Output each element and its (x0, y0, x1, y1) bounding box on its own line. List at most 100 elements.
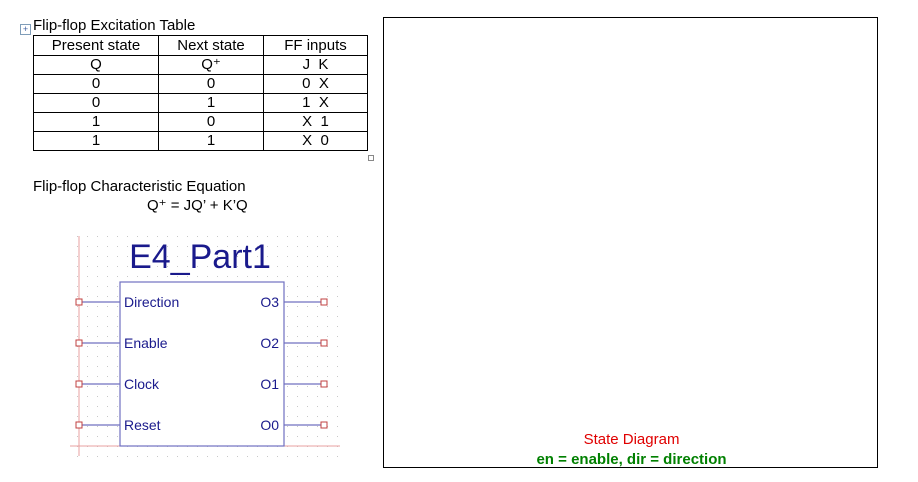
grid-dot (297, 316, 298, 317)
grid-dot (107, 326, 108, 327)
grid-dot (77, 266, 78, 267)
input-pin-direction[interactable]: Direction (75, 294, 179, 310)
grid-dot (277, 246, 278, 247)
pin-label-reset: Reset (124, 417, 161, 433)
grid-dot (157, 236, 158, 237)
grid-dot (327, 366, 328, 367)
grid-dot (227, 276, 228, 277)
grid-dot (107, 336, 108, 337)
table-cell: X 0 (263, 131, 368, 151)
grid-dot (187, 276, 188, 277)
grid-dot (197, 256, 198, 257)
grid-dot (107, 276, 108, 277)
grid-dot (97, 296, 98, 297)
grid-dot (177, 236, 178, 237)
grid-dot (317, 246, 318, 247)
grid-dot (287, 306, 288, 307)
grid-dot (327, 306, 328, 307)
grid-dot (137, 276, 138, 277)
pin-label-clock: Clock (124, 376, 160, 392)
grid-dot (107, 236, 108, 237)
grid-dot (227, 236, 228, 237)
grid-dot (107, 406, 108, 407)
grid-dot (307, 336, 308, 337)
grid-dot (217, 246, 218, 247)
grid-dot (317, 296, 318, 297)
schematic-symbol[interactable]: E4_Part1 Direction Enable Clock Reset O3… (0, 0, 380, 482)
state-diagram-canvas[interactable] (383, 17, 878, 468)
grid-dot (337, 266, 338, 267)
grid-dot (307, 346, 308, 347)
grid-dot (317, 456, 318, 457)
grid-dot (237, 256, 238, 257)
grid-dot (267, 276, 268, 277)
grid-dot (197, 266, 198, 267)
grid-dot (167, 246, 168, 247)
grid-dot (107, 256, 108, 257)
grid-dot (117, 306, 118, 307)
grid-dot (317, 346, 318, 347)
grid-dot (337, 456, 338, 457)
grid-dot (117, 436, 118, 437)
grid-dot (87, 306, 88, 307)
grid-dot (327, 406, 328, 407)
input-pin-reset[interactable]: Reset (75, 417, 161, 433)
grid-dot (287, 386, 288, 387)
grid-dot (97, 376, 98, 377)
output-pin-o1[interactable]: O1 (260, 376, 328, 392)
grid-dot (237, 456, 238, 457)
grid-dot (87, 456, 88, 457)
table-anchor-icon[interactable]: + (20, 24, 31, 35)
grid-dot (317, 306, 318, 307)
grid-dot (277, 276, 278, 277)
grid-dot (207, 256, 208, 257)
grid-dot (137, 256, 138, 257)
table-resize-handle[interactable] (368, 155, 374, 161)
grid-dot (307, 436, 308, 437)
grid-dot (157, 256, 158, 257)
grid-dot (267, 266, 268, 267)
input-pin-enable[interactable]: Enable (75, 335, 168, 351)
grid-dot (177, 276, 178, 277)
input-pin-clock[interactable]: Clock (75, 376, 160, 392)
grid-dot (317, 416, 318, 417)
grid-dot (197, 456, 198, 457)
grid-dot (317, 366, 318, 367)
grid-dot (157, 266, 158, 267)
grid-dot (307, 266, 308, 267)
grid-dot (327, 286, 328, 287)
grid-dot (337, 386, 338, 387)
grid-dot (297, 256, 298, 257)
grid-dot (207, 456, 208, 457)
grid-dot (117, 326, 118, 327)
output-pin-o0[interactable]: O0 (260, 417, 328, 433)
grid-dot (307, 356, 308, 357)
grid-dot (87, 336, 88, 337)
grid-dot (167, 276, 168, 277)
grid-dot (107, 286, 108, 287)
output-pin-o2[interactable]: O2 (260, 335, 328, 351)
grid-dot (267, 456, 268, 457)
grid-dot (157, 276, 158, 277)
output-pin-o3[interactable]: O3 (260, 294, 328, 310)
grid-dot (167, 256, 168, 257)
grid-dot (287, 396, 288, 397)
grid-dot (177, 266, 178, 267)
characteristic-equation-title: Flip-flop Characteristic Equation (33, 178, 246, 195)
grid-dot (287, 316, 288, 317)
grid-dot (97, 286, 98, 287)
symbol-body[interactable] (119, 281, 285, 447)
grid-dot (287, 336, 288, 337)
grid-dot (147, 256, 148, 257)
grid-dot (257, 266, 258, 267)
grid-dot (337, 366, 338, 367)
grid-dot (87, 426, 88, 427)
symbol-title: E4_Part1 (129, 238, 271, 276)
grid-dot (107, 266, 108, 267)
grid-dot (317, 276, 318, 277)
grid-dot (307, 256, 308, 257)
grid-dot (97, 316, 98, 317)
grid-dot (337, 416, 338, 417)
state-diagram-legend: en = enable, dir = direction (536, 451, 727, 468)
grid-dot (247, 276, 248, 277)
